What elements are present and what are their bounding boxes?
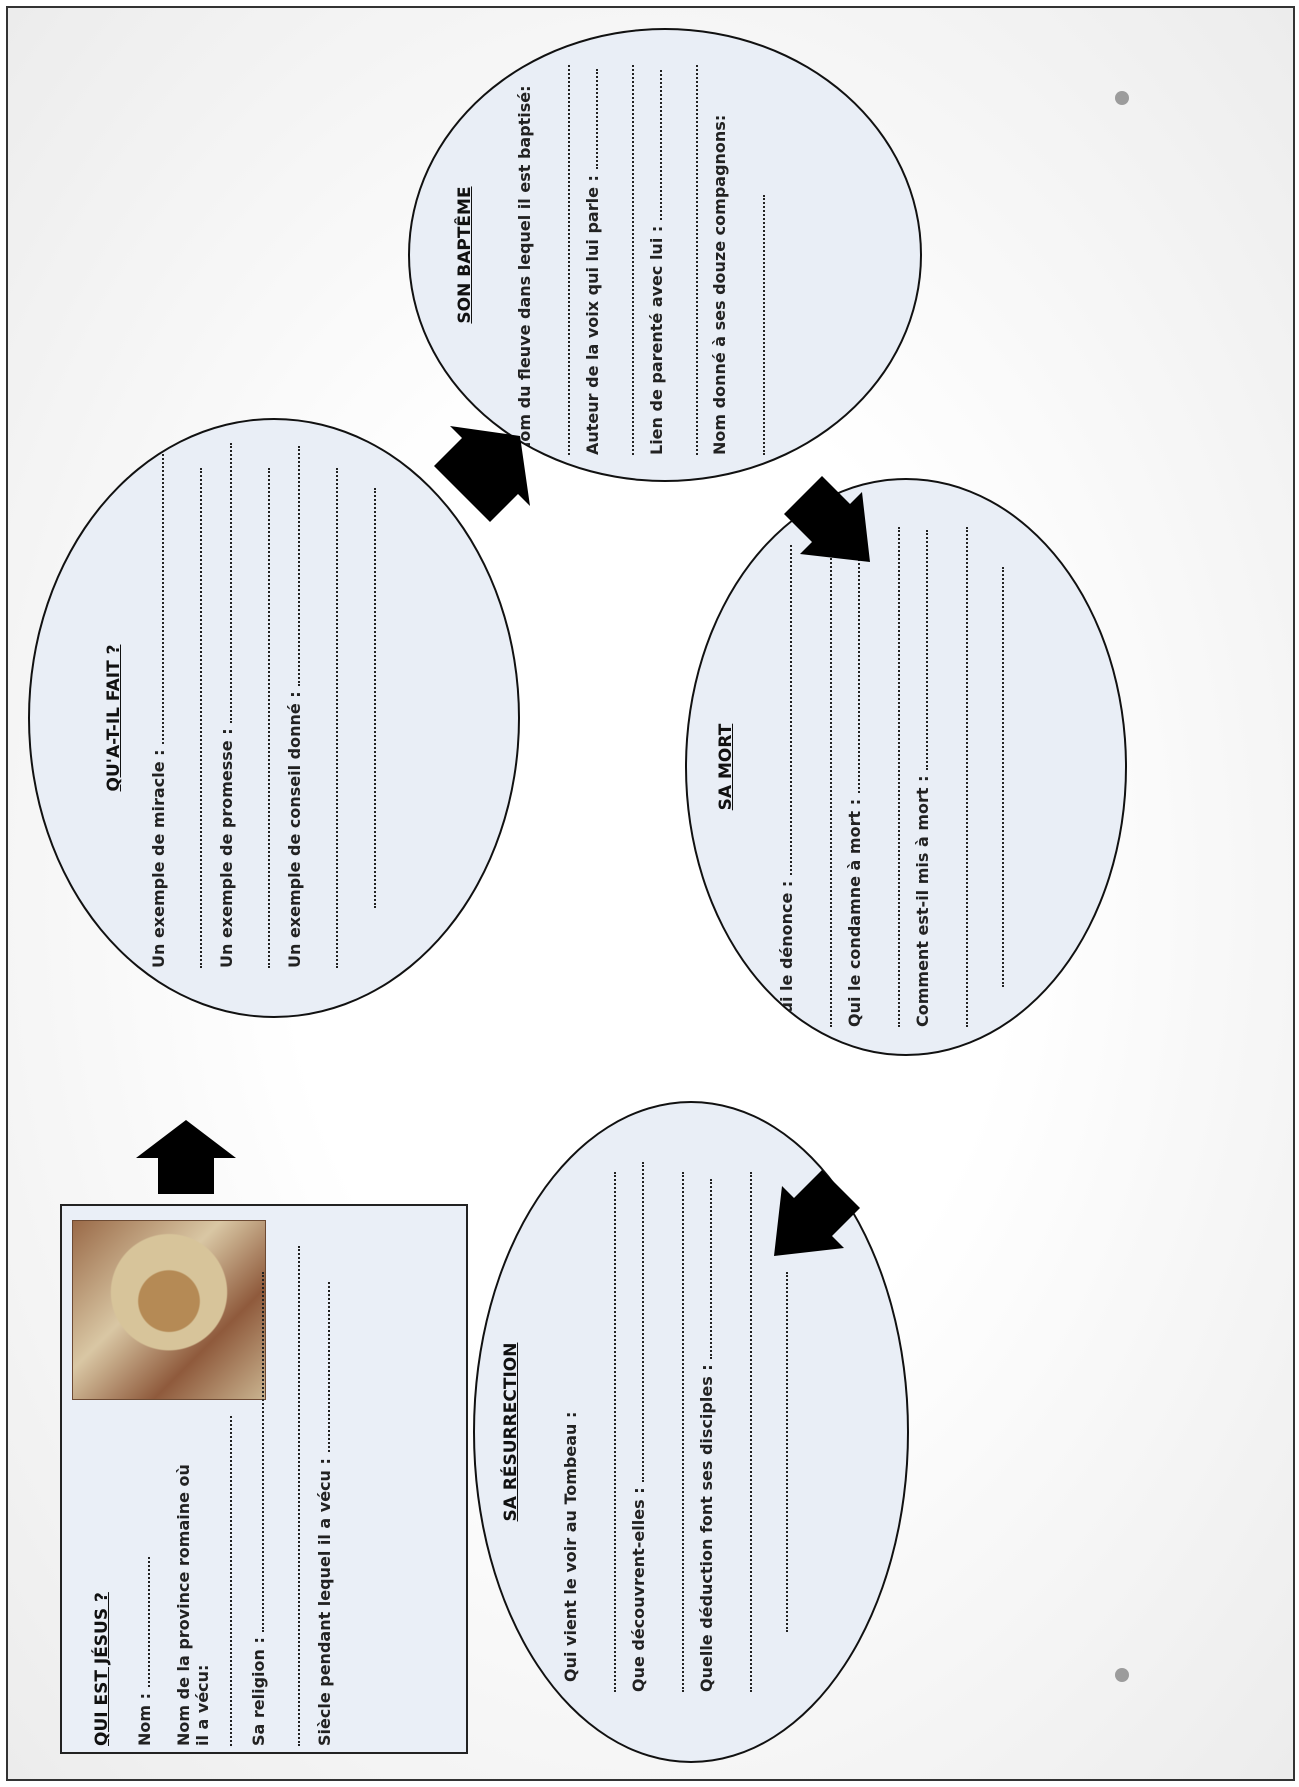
companions-blank	[763, 195, 765, 455]
punch-hole-bottom	[1115, 1668, 1129, 1682]
denounce-blank	[776, 545, 792, 876]
advice-field: Un exemple de conseil donné :	[284, 445, 304, 988]
baptism-heading: SON BAPTÊME	[455, 186, 475, 324]
discover-blank-2	[682, 1172, 684, 1692]
deduction-blank	[696, 1178, 712, 1359]
resurrection-heading: SA RÉSURRECTION	[501, 1342, 521, 1522]
how-field: Comment est-il mis à mort :	[912, 507, 932, 1027]
kinship-label: Lien de parenté avec lui :	[647, 225, 666, 455]
deduction-blank-2	[750, 1172, 752, 1692]
info-box-heading: QUI EST JÉSUS ?	[92, 1592, 112, 1746]
kinship-blank	[646, 70, 662, 221]
advice-blank	[284, 445, 300, 686]
portrait-image	[72, 1220, 266, 1400]
denounce-label: Qui le dénonce :	[777, 880, 796, 1027]
river-label: Nom du fleuve dans lequel il est baptisé…	[515, 85, 534, 455]
how-blank-3	[1002, 567, 1004, 987]
river-blank	[568, 65, 570, 455]
arrow-info-to-deeds-shape	[136, 1120, 236, 1194]
voice-blank	[582, 69, 598, 170]
miracle-field: Un exemple de miracle :	[148, 448, 168, 988]
promise-field: Un exemple de promesse :	[216, 442, 236, 988]
info-box-who-is-jesus: QUI EST JÉSUS ? Nom : Nom de la province…	[60, 1204, 468, 1754]
religion-blank-2	[298, 1246, 300, 1746]
century-field: Siècle pendant lequel il a vécu :	[314, 1226, 334, 1746]
miracle-label: Un exemple de miracle :	[149, 749, 168, 968]
ellipse-resurrection: SA RÉSURRECTION Qui vient le voir au Tom…	[473, 1101, 909, 1763]
tomb-label: Qui vient le voir au Tombeau :	[561, 1411, 580, 1682]
companions-label: Nom donné à ses douze compagnons:	[710, 114, 729, 455]
deduction-blank-3	[786, 1272, 788, 1632]
deduction-field: Quelle déduction font ses disciples :	[696, 1152, 716, 1712]
discover-label: Que découvrent-elles :	[629, 1487, 648, 1692]
voice-blank-2	[632, 65, 634, 455]
voice-field: Auteur de la voix qui lui parle :	[582, 55, 602, 455]
how-blank-2	[966, 527, 968, 1027]
ellipse-baptism: SON BAPTÊME Nom du fleuve dans lequel il…	[408, 28, 922, 482]
denounce-blank-2	[830, 527, 832, 1027]
how-label: Comment est-il mis à mort :	[913, 775, 932, 1027]
name-field: Nom :	[134, 1226, 154, 1746]
tomb-blank	[614, 1172, 616, 1692]
condemn-blank	[844, 523, 860, 794]
advice-blank-3	[374, 488, 376, 908]
century-label: Siècle pendant lequel il a vécu :	[315, 1458, 334, 1746]
name-label: Nom :	[135, 1692, 154, 1746]
advice-blank-2	[336, 468, 338, 968]
ellipse-death: SA MORT Qui le dénonce : Qui le condamne…	[685, 478, 1127, 1056]
religion-blank	[248, 1271, 264, 1632]
how-blank	[912, 529, 928, 770]
discover-blank	[628, 1161, 644, 1482]
promise-blank-2	[268, 468, 270, 968]
name-blank	[134, 1557, 150, 1688]
province-label-line1: Nom de la province romaine où	[174, 1464, 193, 1746]
promise-blank	[216, 442, 232, 723]
promise-label: Un exemple de promesse :	[217, 728, 236, 968]
kinship-field: Lien de parenté avec lui :	[646, 55, 666, 455]
denounce-field: Qui le dénonce :	[776, 507, 796, 1027]
condemn-blank-2	[898, 527, 900, 1027]
condemn-label: Qui le condamne à mort :	[845, 798, 864, 1027]
religion-field: Sa religion :	[248, 1226, 268, 1746]
province-blank	[230, 1416, 232, 1746]
century-blank	[314, 1282, 330, 1453]
religion-label: Sa religion :	[249, 1637, 268, 1746]
kinship-blank-2	[696, 65, 698, 455]
miracle-blank	[148, 453, 164, 744]
what-he-did-heading: QU'A-T-IL FAIT ?	[104, 644, 124, 792]
ellipse-what-he-did: QU'A-T-IL FAIT ? Un exemple de miracle :…	[28, 418, 520, 1018]
condemn-field: Qui le condamne à mort :	[844, 507, 864, 1027]
death-heading: SA MORT	[716, 723, 736, 811]
advice-label: Un exemple de conseil donné :	[285, 691, 304, 968]
voice-label: Auteur de la voix qui lui parle :	[583, 175, 602, 455]
deduction-label: Quelle déduction font ses disciples :	[697, 1364, 716, 1692]
miracle-blank-2	[200, 468, 202, 968]
province-label-line2: il a vécu:	[193, 1664, 212, 1746]
discover-field: Que découvrent-elles :	[628, 1152, 648, 1712]
worksheet-page: QUI EST JÉSUS ? Nom : Nom de la province…	[6, 6, 1295, 1781]
punch-hole-top	[1115, 91, 1129, 105]
